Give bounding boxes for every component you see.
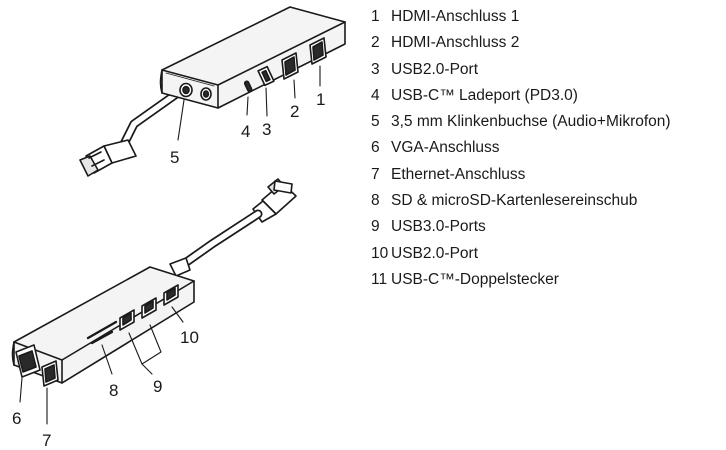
legend-number: 10 <box>371 244 389 262</box>
legend-label: USB-C™-Doppelstecker <box>391 270 559 288</box>
legend-label: USB2.0-Port <box>391 60 479 78</box>
legend-number: 1 <box>371 8 380 25</box>
legend-item: 3 USB2.0-Port <box>371 60 671 86</box>
legend-label: Ethernet-Anschluss <box>391 165 526 183</box>
legend-item: 9 USB3.0-Ports <box>371 217 671 243</box>
leader-lines-bottom <box>19 306 184 425</box>
hdmi-port-2 <box>281 52 299 80</box>
callout-1: 1 <box>316 90 325 109</box>
legend-number: 8 <box>371 192 380 210</box>
legend-label: USB-C™ Ladeport (PD3.0) <box>391 86 578 104</box>
legend-item: 8 SD & microSD-Kartenlesereinschub <box>371 191 671 217</box>
legend-item: 2 HDMI-Anschluss 2 <box>371 33 671 59</box>
legend-item: 6 VGA-Anschluss <box>371 138 671 164</box>
legend-label: HDMI-Anschluss 1 <box>391 8 520 25</box>
legend-number: 5 <box>371 113 380 131</box>
legend-item: 7 Ethernet-Anschluss <box>371 165 671 191</box>
sd-card-slot <box>86 320 118 345</box>
legend-item: 4 USB-C™ Ladeport (PD3.0) <box>371 86 671 112</box>
cable-bottom <box>169 209 263 277</box>
legend-label: USB3.0-Ports <box>391 218 486 236</box>
legend-number: 9 <box>371 218 380 236</box>
legend-label: 3,5 mm Klinkenbuchse (Audio+Mikrofon) <box>391 113 671 131</box>
legend-label: VGA-Anschluss <box>391 139 500 157</box>
callout-7: 7 <box>42 431 51 450</box>
callout-3: 3 <box>262 120 271 139</box>
legend-item: 1 HDMI-Anschluss 1 <box>371 7 671 33</box>
legend-number: 3 <box>371 60 380 78</box>
hub-bottom-view: 6 7 8 9 10 <box>11 178 297 450</box>
legend-number: 7 <box>371 165 380 183</box>
legend-label: SD & microSD-Kartenlesereinschub <box>391 192 638 210</box>
callout-10: 10 <box>180 328 199 347</box>
legend-number: 4 <box>371 86 380 104</box>
hdmi-port-1 <box>309 37 327 65</box>
legend-label: HDMI-Anschluss 2 <box>391 34 520 52</box>
usb2-port-top <box>257 65 275 87</box>
usb3-port-a <box>119 309 135 331</box>
callout-9: 9 <box>153 377 162 396</box>
legend-number: 6 <box>371 139 380 157</box>
audio-jack-socket <box>179 82 212 101</box>
callout-4: 4 <box>241 122 250 141</box>
callout-2: 2 <box>290 102 299 121</box>
dual-usb-c-plug-top <box>79 139 137 177</box>
usb3-port-b <box>141 297 157 319</box>
legend-item: 5 3,5 mm Klinkenbuchse (Audio+Mikrofon) <box>371 112 671 138</box>
callout-5: 5 <box>170 148 179 167</box>
hub-body-top <box>159 6 346 109</box>
hub-top-view: 1 2 3 4 5 <box>79 6 346 177</box>
legend-label: USB2.0-Port <box>391 244 479 262</box>
legend-number: 11 <box>371 270 388 288</box>
cable-top <box>117 85 187 153</box>
leader-lines-top <box>177 65 321 141</box>
usb-c-charging-port <box>243 80 253 93</box>
vga-port <box>15 344 41 378</box>
callout-6: 6 <box>12 409 21 428</box>
ethernet-port <box>41 360 59 387</box>
legend-number: 2 <box>371 34 380 52</box>
usb2-port-bottom <box>163 284 179 306</box>
callout-8: 8 <box>109 381 118 400</box>
hub-illustration: 1 2 3 4 5 <box>11 6 346 450</box>
